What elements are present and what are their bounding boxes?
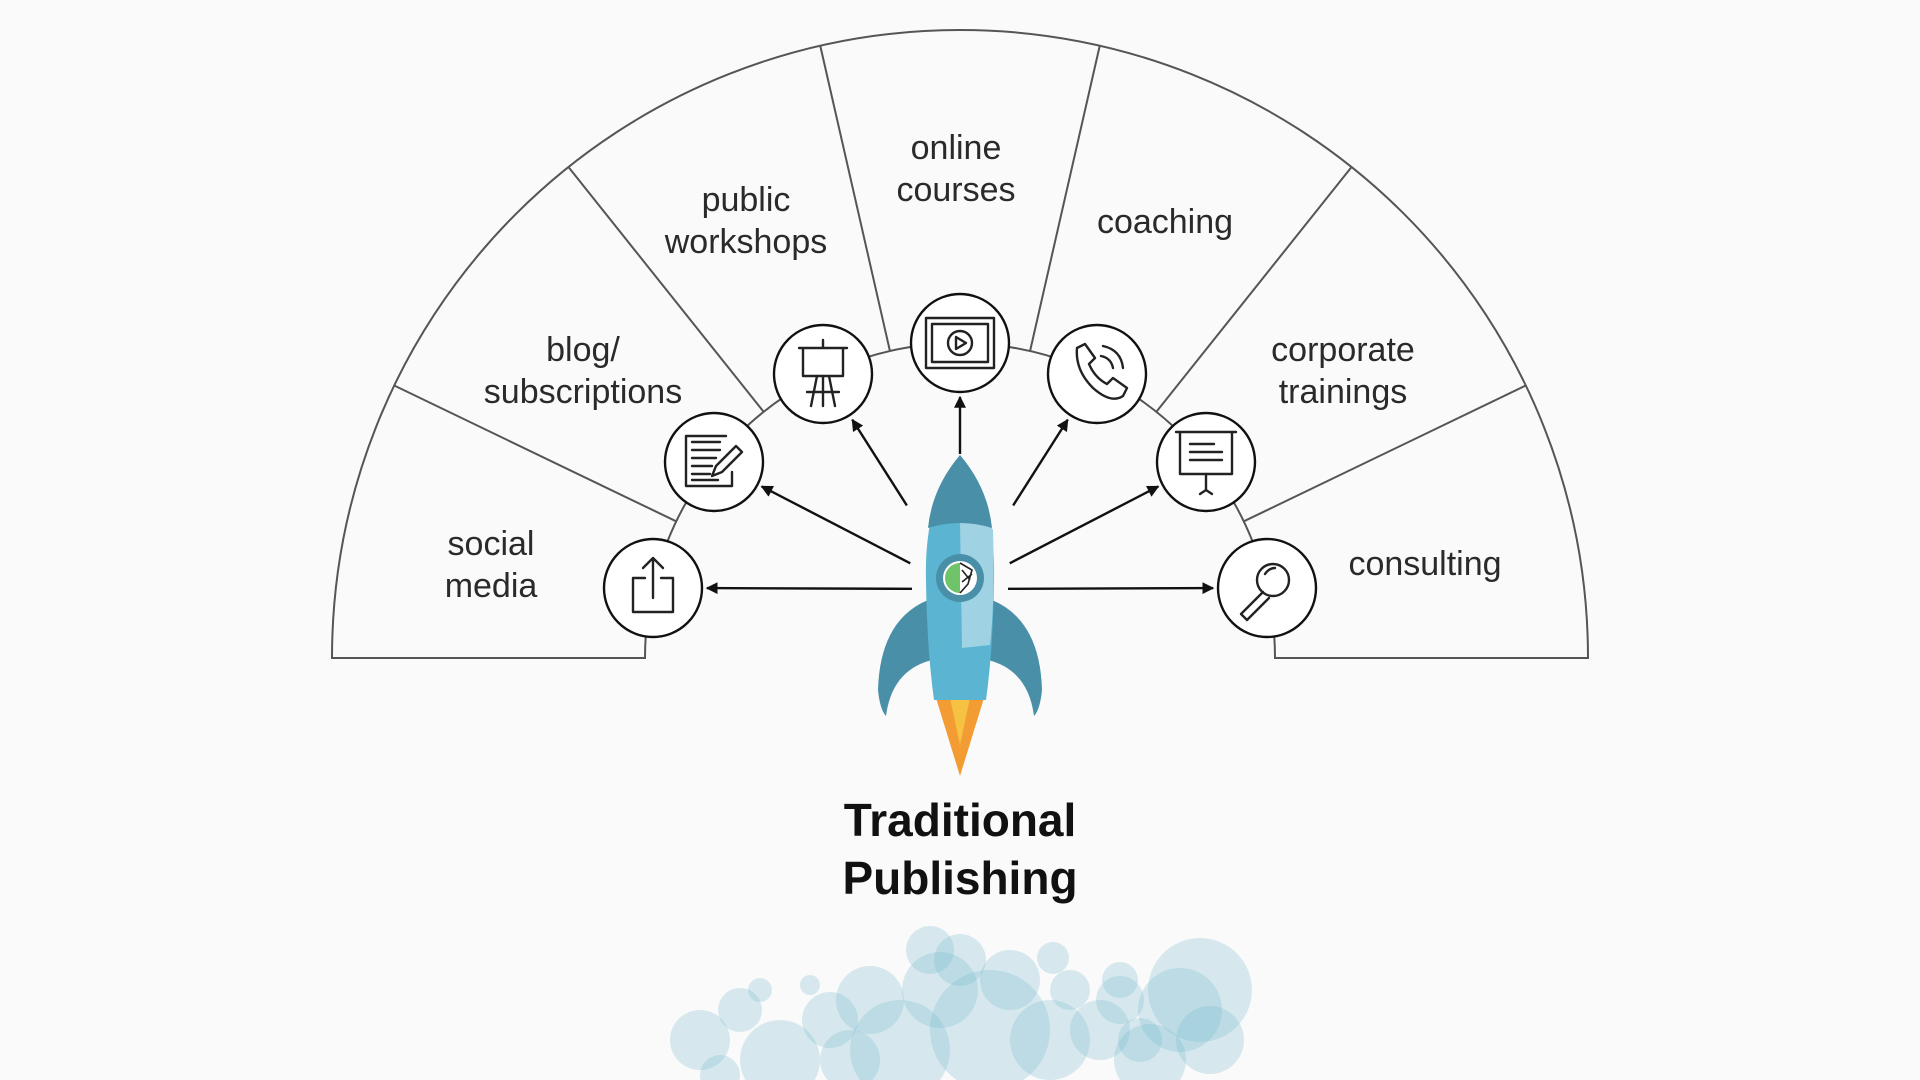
easel-icon — [797, 338, 849, 408]
label-public-workshops: public — [702, 181, 791, 219]
video-play-icon — [924, 316, 996, 370]
bubble — [802, 992, 858, 1048]
label-social-media: social — [448, 525, 535, 563]
bubble — [1176, 1006, 1244, 1074]
segment-divider — [567, 166, 765, 413]
arrow-share — [705, 582, 913, 595]
share-icon — [631, 556, 675, 614]
node-online-courses — [909, 292, 1011, 394]
document-edit-icon — [684, 434, 744, 488]
arrow-magnifier — [1007, 582, 1215, 595]
bubble — [836, 966, 904, 1034]
node-blog — [663, 411, 765, 513]
bubble — [906, 926, 954, 974]
bubble — [980, 950, 1040, 1010]
arrow-phone — [1012, 418, 1069, 507]
title-line-1: Traditional — [844, 794, 1077, 846]
node-consulting — [1216, 537, 1318, 639]
label-corporate-trainings: corporate — [1271, 331, 1415, 369]
bubble — [748, 978, 772, 1002]
segment-divider — [1243, 384, 1527, 523]
segment-labels: social media blog/ subscriptions public … — [445, 129, 1502, 605]
label-social-media-2: media — [445, 567, 538, 605]
label-online-courses-2: courses — [896, 171, 1015, 209]
arrow-document-edit — [760, 485, 911, 565]
phone-icon — [1075, 342, 1129, 400]
bubble — [800, 975, 820, 995]
bubble — [902, 952, 978, 1028]
magnifier-icon — [1239, 562, 1291, 622]
bubble — [1114, 1024, 1186, 1080]
bubble — [1118, 1018, 1162, 1062]
bubble — [1050, 970, 1090, 1010]
segment-divider — [1155, 166, 1353, 413]
bubble — [1037, 942, 1069, 974]
segment-divider — [1029, 45, 1101, 352]
bubble — [1102, 962, 1138, 998]
segment-divider — [819, 45, 891, 352]
bubble — [930, 970, 1050, 1080]
arrow-presentation-board — [1009, 485, 1160, 565]
label-blog-2: subscriptions — [484, 373, 682, 411]
bubble — [934, 934, 986, 986]
node-coaching — [1046, 323, 1148, 425]
presentation-board-icon — [1174, 430, 1238, 496]
bubble — [1070, 1000, 1130, 1060]
label-consulting: consulting — [1348, 545, 1501, 583]
label-online-courses: online — [911, 129, 1002, 167]
brain-icon — [945, 563, 960, 593]
title-line-2: Publishing — [842, 852, 1077, 904]
arrow-easel — [851, 418, 908, 507]
arrows — [705, 395, 1215, 595]
bubble — [700, 1055, 740, 1080]
rocket-illustration — [878, 455, 1042, 776]
bubble — [850, 1000, 950, 1080]
node-social-media — [602, 537, 704, 639]
bubble — [1148, 938, 1252, 1042]
label-corporate-trainings-2: trainings — [1279, 373, 1408, 411]
bubble — [718, 988, 762, 1032]
label-coaching: coaching — [1097, 203, 1233, 241]
bubble — [740, 1020, 820, 1080]
label-blog: blog/ — [546, 331, 620, 369]
bubble — [1138, 968, 1222, 1052]
smoke-bubbles — [670, 926, 1252, 1080]
segment-divider — [393, 384, 677, 523]
bubble — [820, 1030, 880, 1080]
bubble — [670, 1010, 730, 1070]
node-corporate-trainings — [1155, 411, 1257, 513]
bubble — [1010, 1000, 1090, 1080]
bubble — [1096, 976, 1144, 1024]
label-public-workshops-2: workshops — [664, 223, 828, 261]
node-public-workshops — [772, 323, 874, 425]
